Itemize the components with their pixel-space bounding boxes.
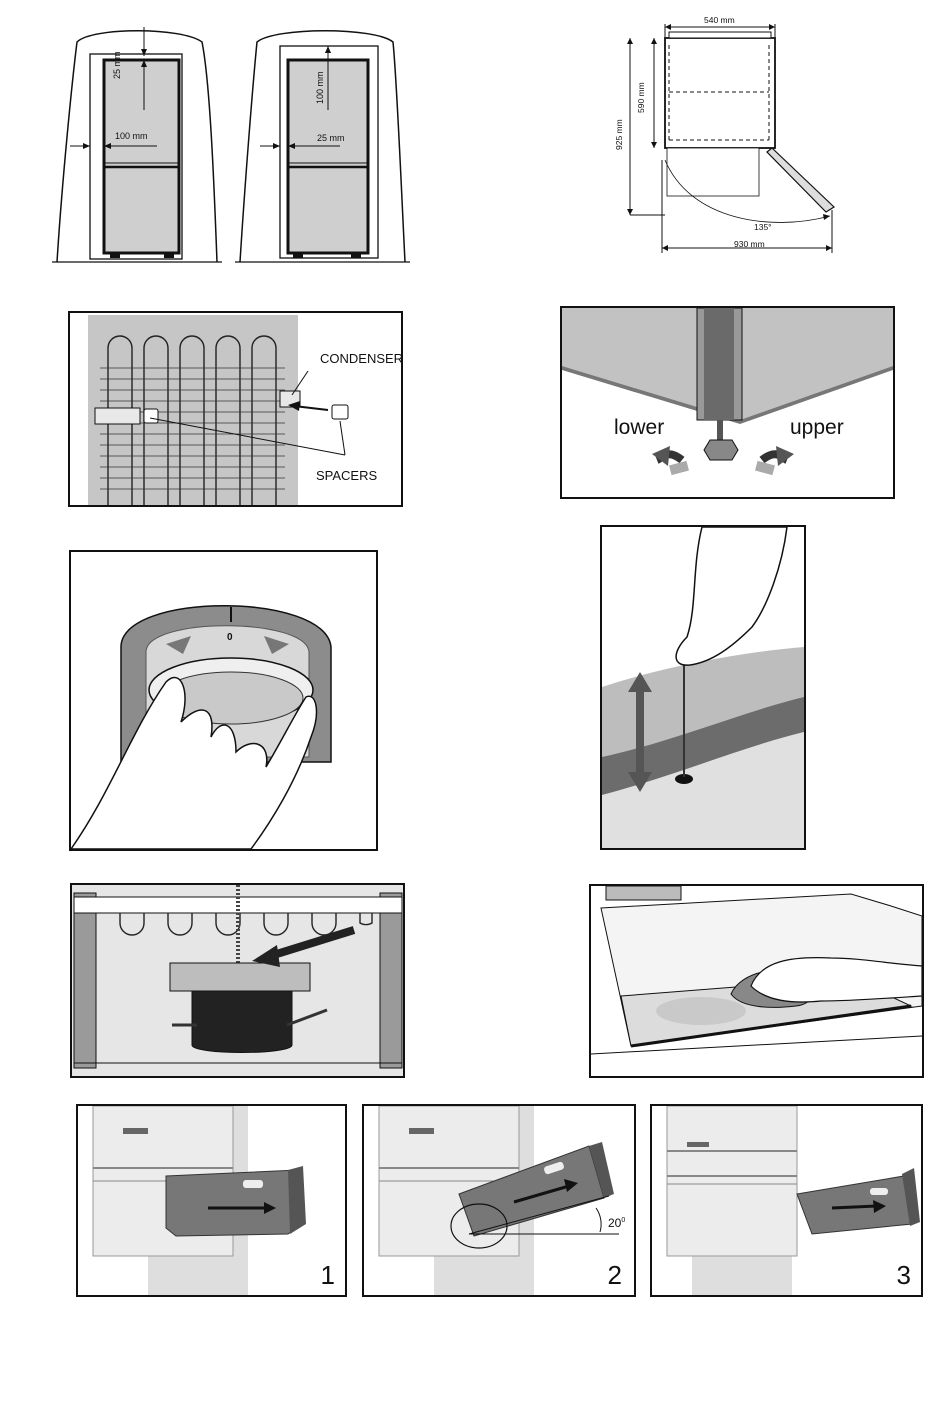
thermostat-zero-mark: 0 [227, 632, 233, 643]
thermostat-figure: 0 [69, 550, 378, 851]
compressor-figure [70, 883, 405, 1078]
step-3-number: 3 [897, 1260, 911, 1291]
clearance-figure-1: 25 mm 100 mm [52, 22, 222, 267]
height-label: 925 mm [614, 119, 624, 150]
condenser-figure: CONDENSER SPACERS [68, 311, 403, 507]
step-1-figure: 1 [76, 1104, 347, 1297]
lower-label: lower [614, 416, 664, 440]
drain-cleaning-figure [600, 525, 806, 850]
step-3-illustration [652, 1106, 921, 1295]
wiping-figure [589, 884, 924, 1078]
step-2-illustration [364, 1106, 634, 1295]
top-clearance-label: 100 mm [315, 71, 325, 104]
tilt-angle-label: 200 [608, 1216, 625, 1230]
upper-label: upper [790, 416, 844, 440]
clearance-illustration-1 [52, 22, 222, 267]
dimensions-illustration [610, 10, 840, 265]
open-depth-label: 930 mm [734, 239, 765, 249]
clearance-figure-2: 100 mm 25 mm [235, 22, 410, 267]
width-label: 540 mm [704, 15, 735, 25]
dimensions-figure: 540 mm 590 mm 925 mm 135° 930 mm [610, 10, 840, 265]
spacers-label: SPACERS [316, 468, 377, 483]
adjustable-feet-figure: lower upper [560, 306, 895, 499]
compressor-illustration [72, 885, 403, 1076]
clearance-illustration-2 [235, 22, 410, 267]
side-clearance-label: 100 mm [115, 131, 148, 141]
step-1-illustration [78, 1106, 345, 1295]
side-clearance-label: 25 mm [317, 133, 345, 143]
step-3-figure: 3 [650, 1104, 923, 1297]
door-angle-label: 135° [754, 222, 772, 232]
wiping-illustration [591, 886, 922, 1076]
adjustable-feet-illustration [562, 308, 893, 497]
step-1-number: 1 [321, 1260, 335, 1291]
tilt-degree-mark: 0 [621, 1217, 625, 1224]
depth-label: 590 mm [636, 82, 646, 113]
thermostat-illustration [71, 552, 376, 849]
condenser-label: CONDENSER [320, 351, 403, 366]
top-clearance-label: 25 mm [112, 51, 122, 79]
step-2-figure: 200 2 [362, 1104, 636, 1297]
step-2-number: 2 [608, 1260, 622, 1291]
drain-cleaning-illustration [602, 527, 804, 848]
tilt-angle-value: 20 [608, 1216, 621, 1230]
